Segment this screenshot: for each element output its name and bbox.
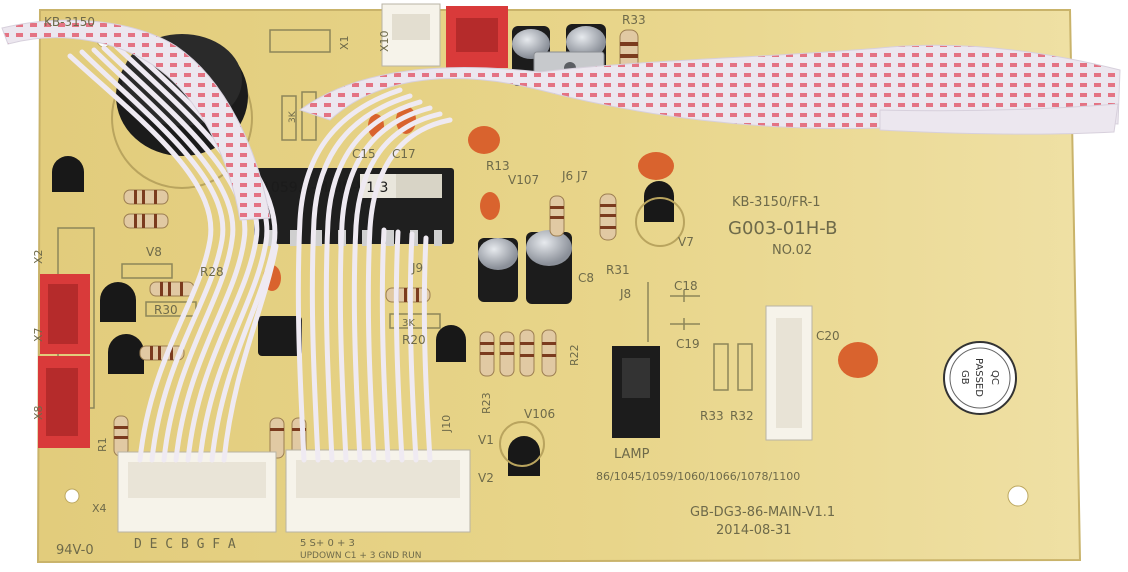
ref-c19: C19 bbox=[676, 337, 700, 351]
left-pin-labels: D E C B G F A bbox=[134, 537, 236, 552]
ref-c8: C8 bbox=[578, 271, 594, 285]
x8-label: X8 bbox=[32, 405, 45, 420]
ref-r1: R1 bbox=[96, 437, 109, 452]
ref-j9: J9 bbox=[411, 261, 423, 275]
ref-r23: R23 bbox=[480, 392, 493, 414]
right-pin-labels: UPDOWN C1 + 3 GND RUN bbox=[300, 551, 421, 561]
wire-bundle-right bbox=[295, 87, 453, 463]
ref-j8: J8 bbox=[619, 287, 631, 301]
mounting-hole bbox=[64, 488, 80, 504]
j10-label: J10 bbox=[440, 415, 453, 433]
ref-r31: R31 bbox=[606, 263, 630, 277]
ref-r28: R28 bbox=[200, 265, 224, 279]
ribbon-cable-top bbox=[298, 44, 1121, 130]
ref-j6j7: J6 J7 bbox=[561, 169, 588, 183]
board-model-label: KB-3150/FR-1 bbox=[732, 195, 821, 210]
ref-r32: R32 bbox=[730, 409, 754, 423]
board-revision: NO.02 bbox=[772, 243, 812, 258]
qc-sticker-line2: PASSED bbox=[973, 358, 984, 397]
qc-sticker bbox=[943, 341, 1017, 415]
lamp-connector-slot bbox=[622, 358, 650, 398]
ref-v7: V7 bbox=[678, 235, 694, 249]
board-top-left-label: KB-3150 bbox=[44, 15, 95, 29]
qc-sticker-line1: QC bbox=[989, 370, 1000, 385]
ref-c18: C18 bbox=[674, 279, 698, 293]
ref-3k-b: 3K bbox=[402, 318, 415, 329]
board-part-number: G003-01H-B bbox=[728, 218, 837, 239]
board-rating: 94V-0 bbox=[56, 543, 94, 558]
lamp-label: LAMP bbox=[614, 447, 650, 462]
ribbon-cable-left bbox=[1, 19, 271, 221]
x10-label: X10 bbox=[378, 30, 391, 52]
x7-label: X7 bbox=[32, 327, 45, 342]
ref-c17: C17 bbox=[392, 147, 416, 161]
right-top-pin-labels: 5 S+ 0 + 3 bbox=[300, 538, 355, 549]
ref-r13: R13 bbox=[486, 159, 510, 173]
bottom-connector-right bbox=[285, 449, 471, 533]
bottom-connector-left bbox=[117, 451, 277, 533]
ref-r33-top: R33 bbox=[622, 13, 646, 27]
x1-label: X1 bbox=[338, 35, 351, 50]
ref-r20: R20 bbox=[402, 333, 426, 347]
x4-label: X4 bbox=[92, 502, 107, 515]
v7-outline bbox=[635, 197, 685, 247]
ref-v1: V1 bbox=[478, 433, 494, 447]
chip-marking: 1059.1-MAIN-V1.3 bbox=[262, 180, 388, 196]
ref-v107: V107 bbox=[508, 173, 539, 187]
ref-c15: C15 bbox=[352, 147, 376, 161]
ribbon-cable-top-fold bbox=[879, 103, 1119, 135]
v106-outline bbox=[499, 421, 545, 467]
x2-label: X2 bbox=[32, 249, 45, 264]
board-date: 2014-08-31 bbox=[716, 523, 792, 538]
ref-r22: R22 bbox=[568, 344, 581, 366]
ref-c20: C20 bbox=[816, 329, 840, 343]
qc-sticker-line3: GB bbox=[959, 370, 970, 385]
small-ic bbox=[258, 316, 302, 356]
mounting-hole bbox=[1007, 485, 1029, 507]
white-connector-top-slot bbox=[392, 14, 430, 40]
ref-v2: V2 bbox=[478, 471, 494, 485]
ref-v8: V8 bbox=[146, 245, 162, 259]
ref-3k-a: 3K bbox=[288, 110, 298, 123]
board-main-id: GB-DG3-86-MAIN-V1.1 bbox=[690, 505, 835, 520]
white-connector-right-inner bbox=[776, 318, 802, 428]
ref-r33: R33 bbox=[700, 409, 724, 423]
ref-v106: V106 bbox=[524, 407, 555, 421]
red-header bbox=[38, 6, 508, 448]
ref-r30: R30 bbox=[154, 303, 178, 317]
board-compat-list: 86/1045/1059/1060/1066/1078/1100 bbox=[596, 470, 800, 483]
